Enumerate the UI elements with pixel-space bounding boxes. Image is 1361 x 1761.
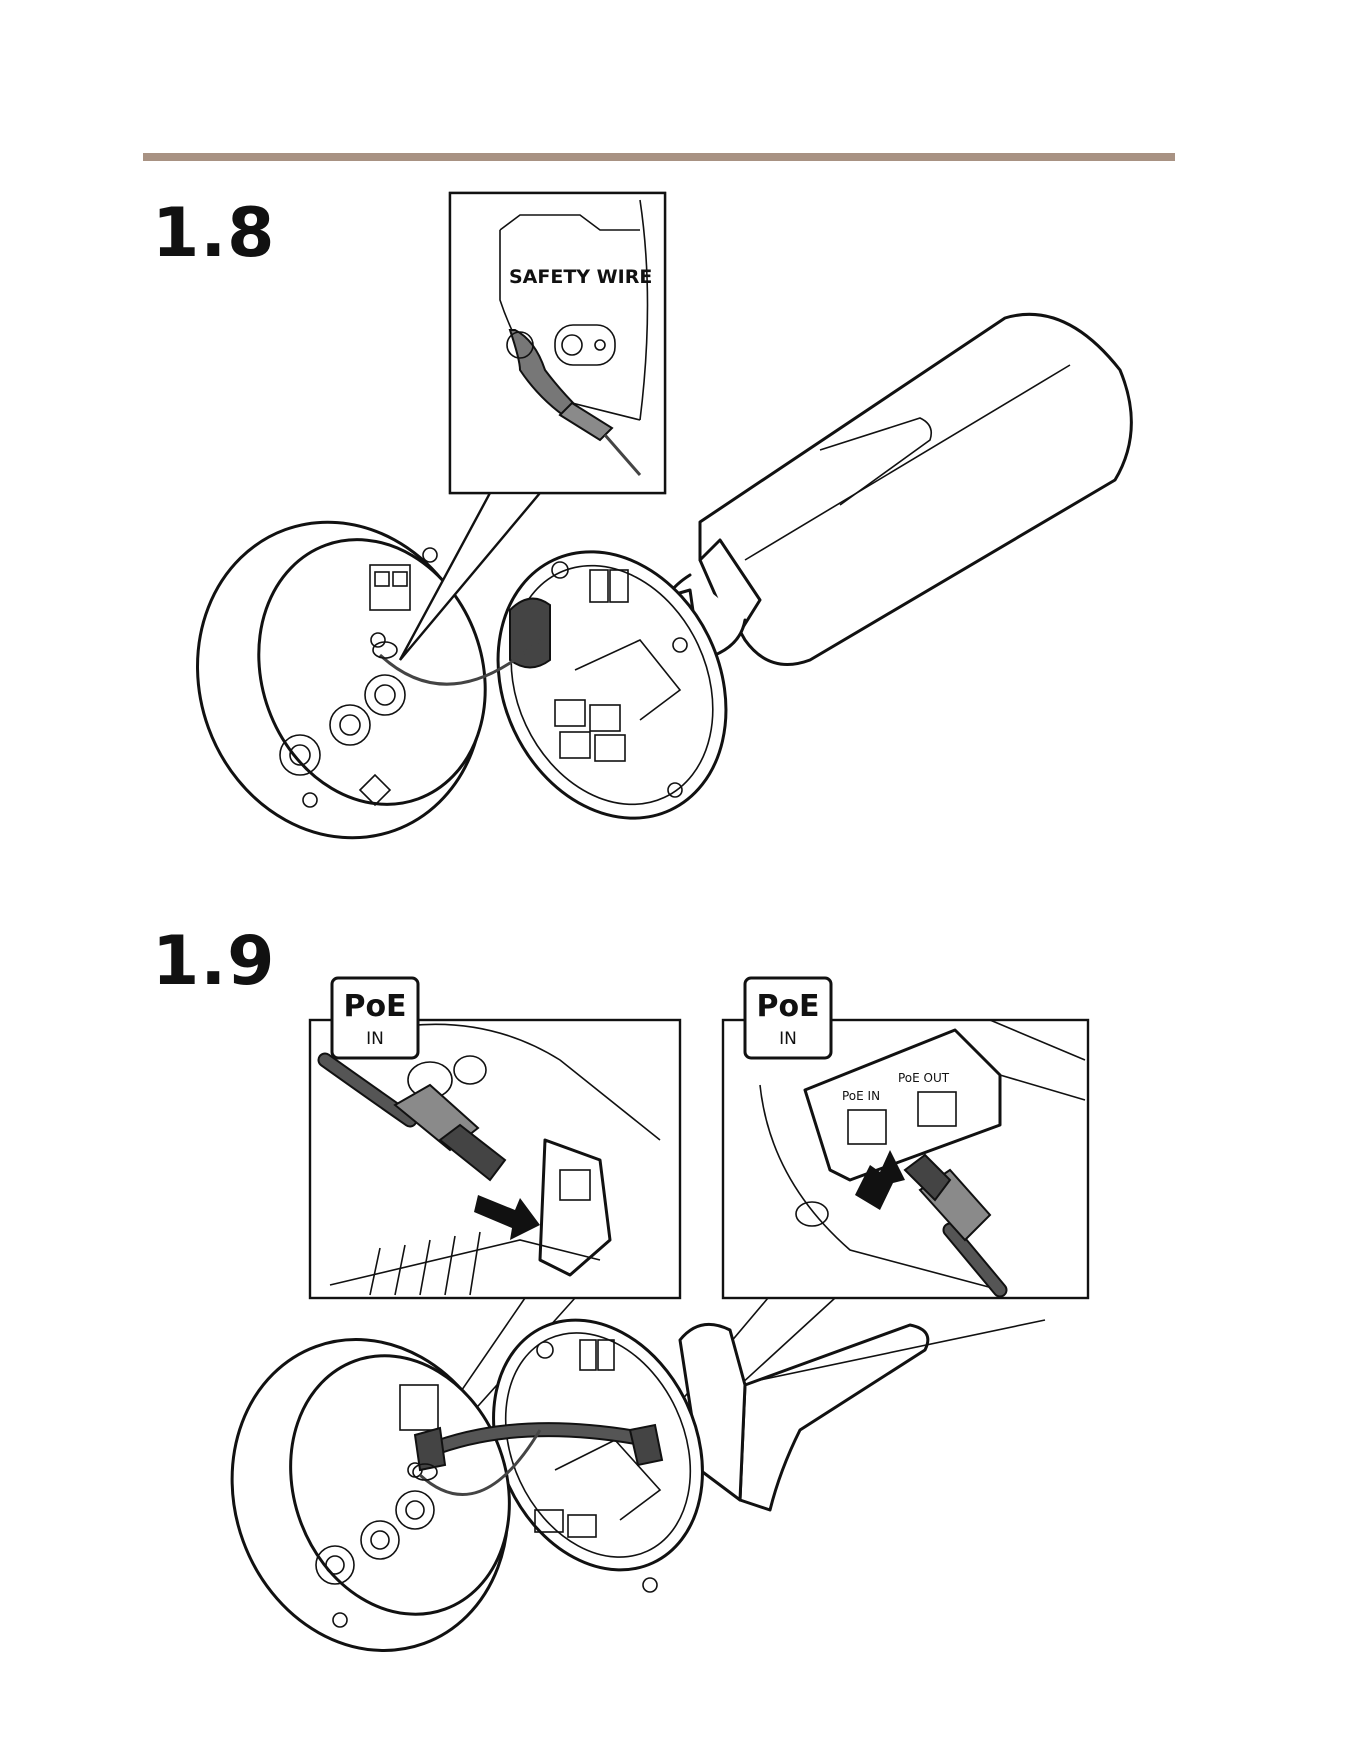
svg-text:PoE: PoE	[756, 989, 819, 1024]
svg-text:PoE: PoE	[343, 989, 406, 1024]
camera-barrel	[661, 314, 1131, 664]
poe-in-badge-right: PoE IN	[745, 978, 831, 1058]
safety-wire-label: SAFETY WIRE	[509, 266, 652, 288]
step-1-9-figure: PoE IN PoE OUT PoE IN PoE IN	[189, 978, 1088, 1690]
step-1-8-figure: SAFETY WIRE	[154, 193, 1132, 878]
mounting-bracket-2	[189, 1300, 551, 1689]
svg-text:IN: IN	[366, 1029, 384, 1049]
camera-barrel-2	[680, 1320, 1045, 1510]
port-label-poe-out: PoE OUT	[898, 1071, 950, 1085]
svg-text:IN: IN	[779, 1029, 797, 1049]
poe-in-badge-left: PoE IN	[332, 978, 418, 1058]
poe-in-callout-left	[310, 1020, 680, 1298]
port-label-poe-in: PoE IN	[842, 1089, 880, 1103]
poe-in-callout-right: PoE IN PoE OUT	[723, 1020, 1088, 1298]
